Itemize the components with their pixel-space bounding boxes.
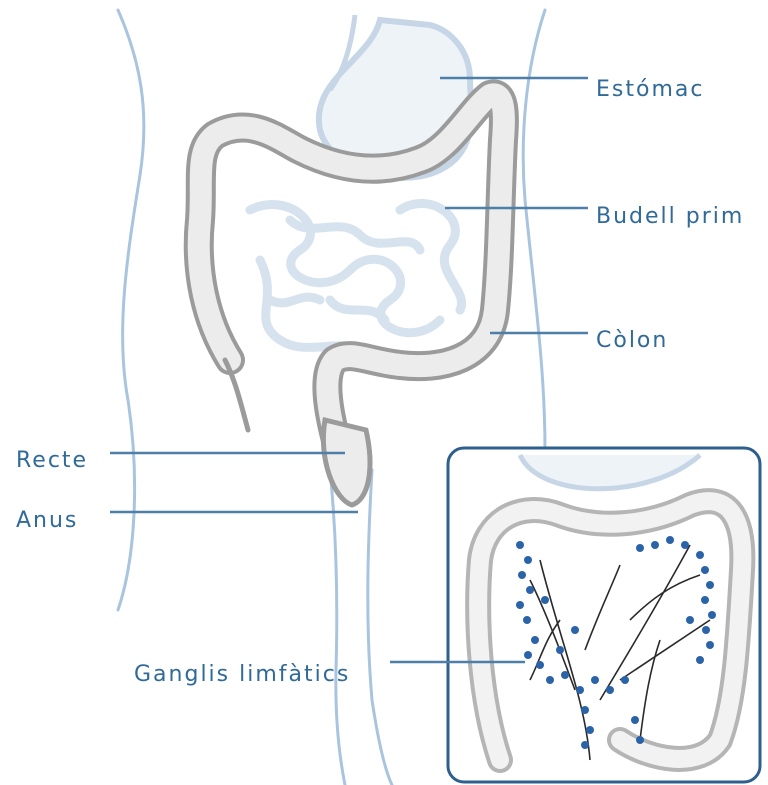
label-small-intestine: Budell prim bbox=[596, 206, 744, 228]
label-anus: Anus bbox=[16, 510, 78, 532]
label-rectum: Recte bbox=[16, 450, 88, 472]
lymph-node-inset bbox=[448, 448, 760, 782]
label-lymph-nodes: Ganglis limfàtics bbox=[134, 664, 350, 686]
small-intestine-shape bbox=[250, 203, 462, 360]
label-stomach: Estómac bbox=[596, 79, 704, 101]
label-colon: Còlon bbox=[596, 330, 668, 352]
